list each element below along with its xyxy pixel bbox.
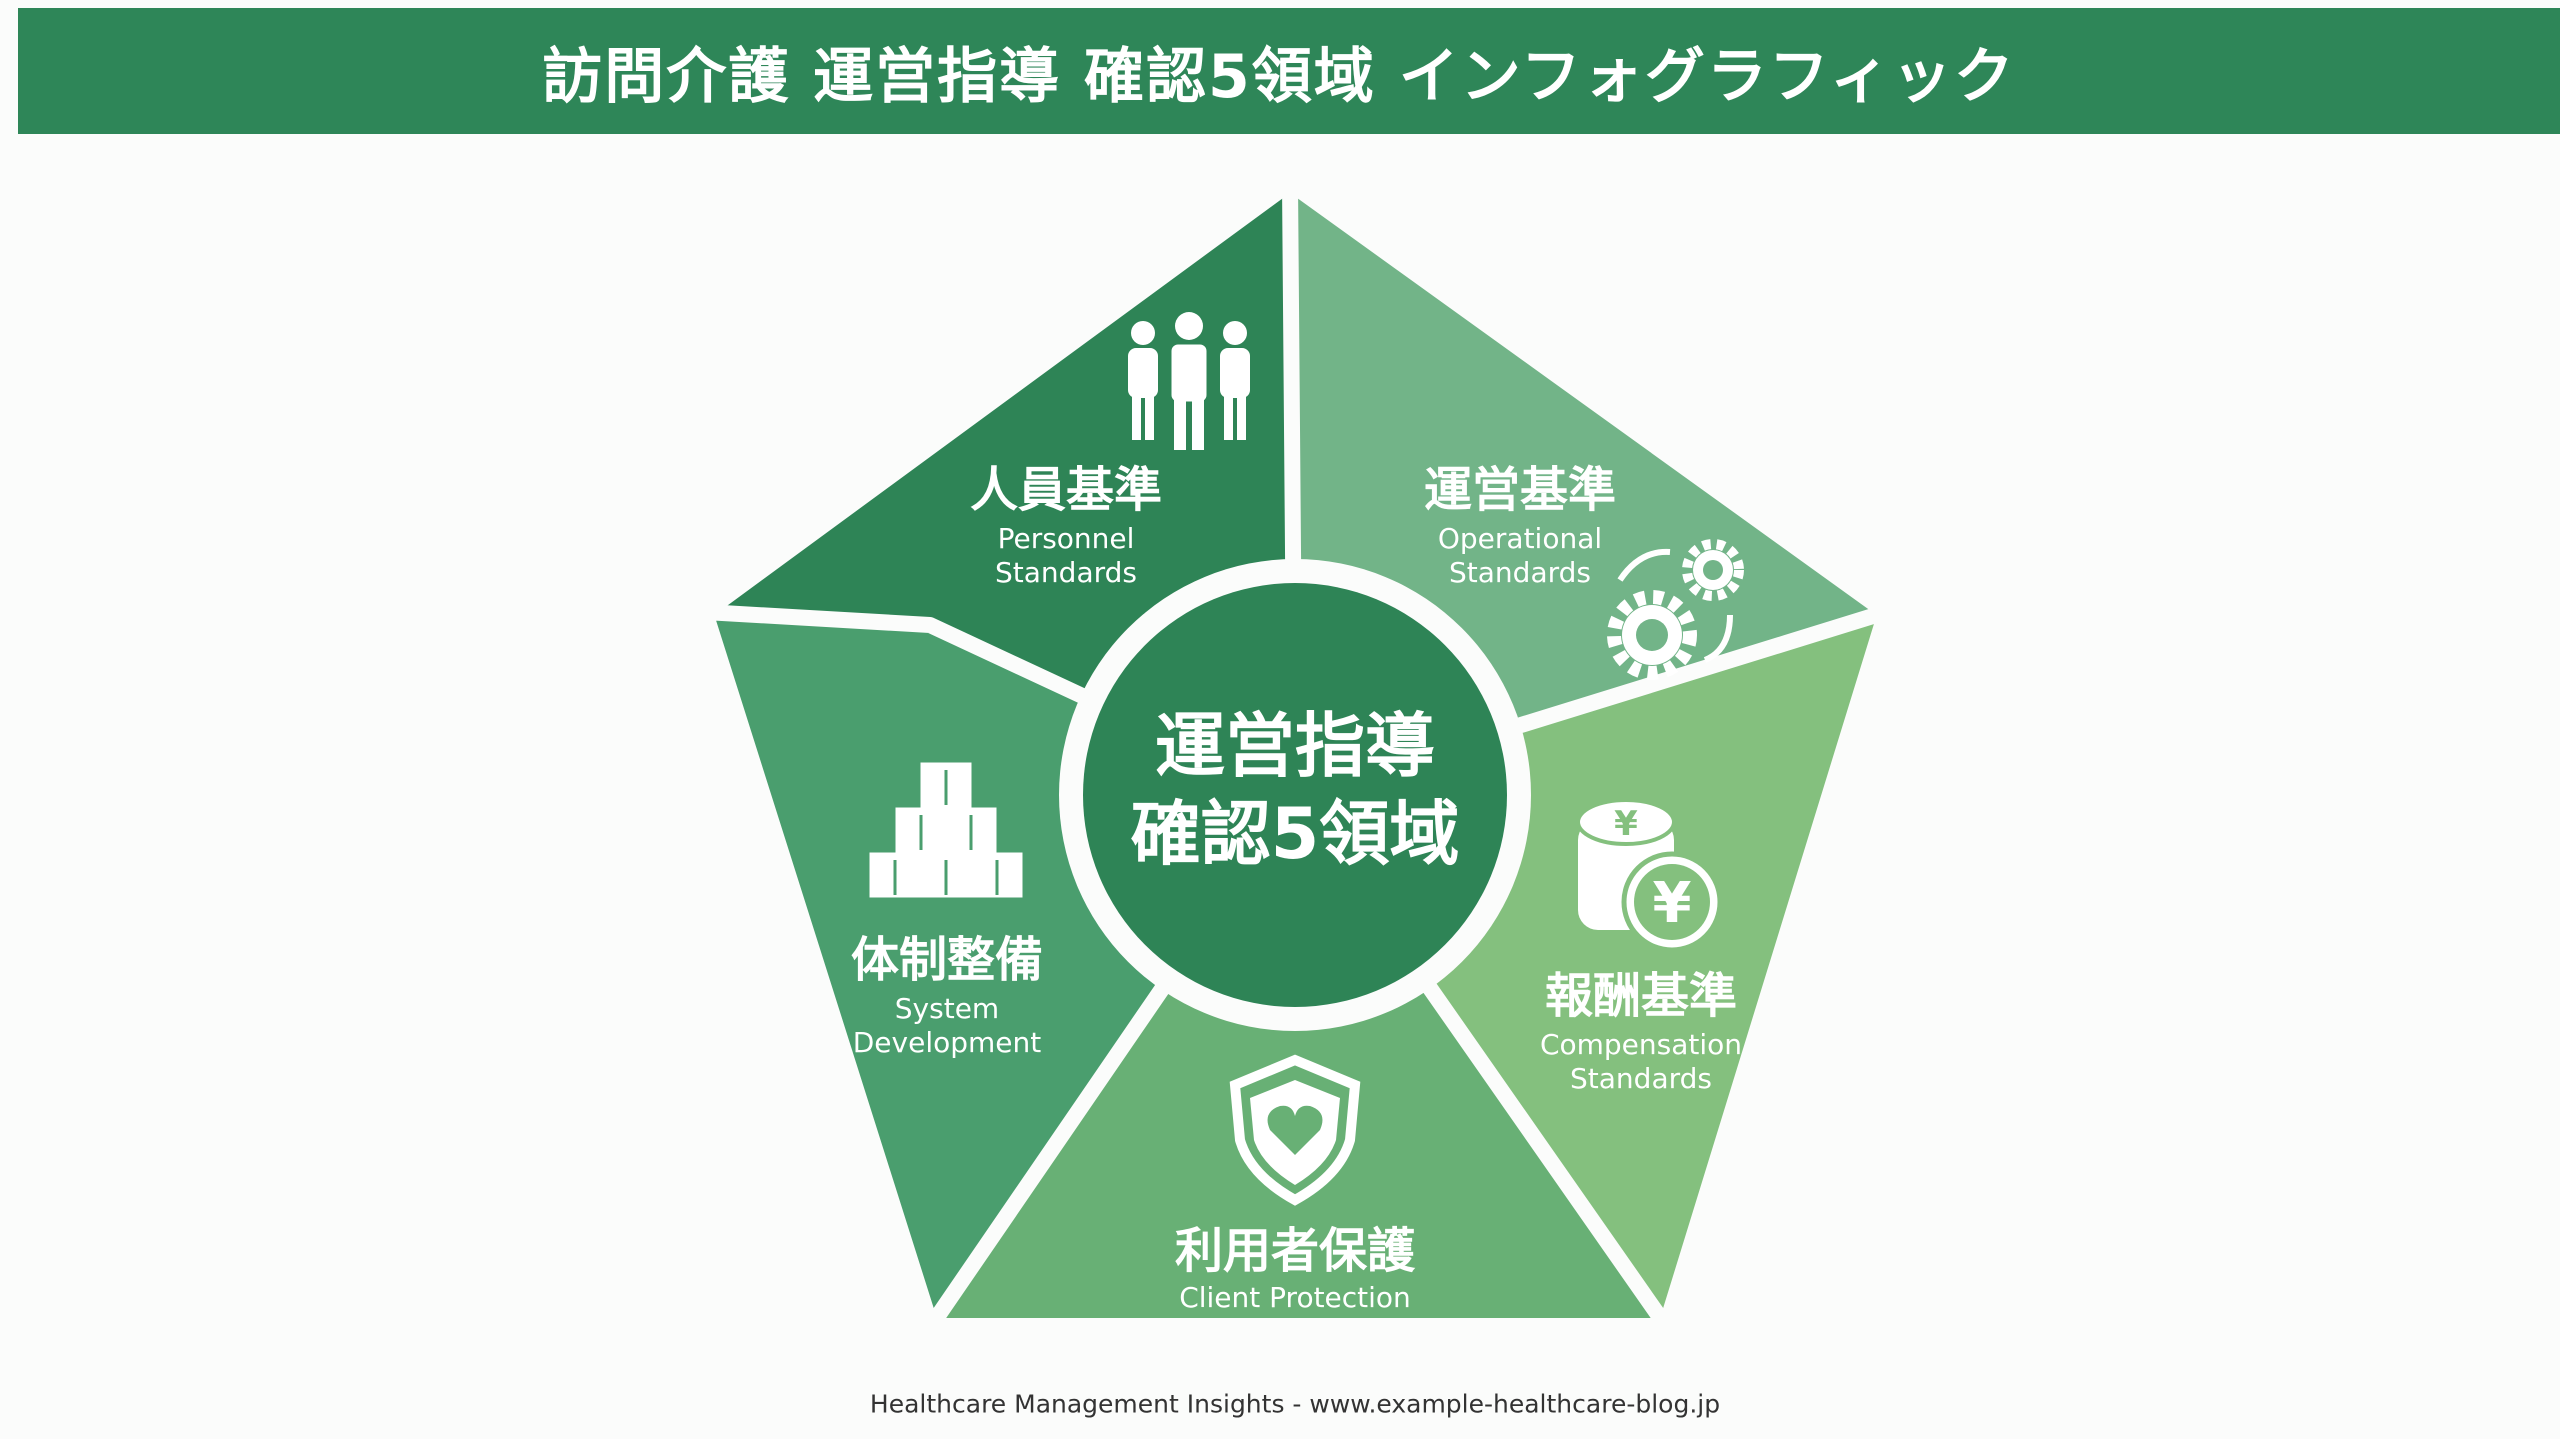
svg-text:¥: ¥ bbox=[1614, 804, 1638, 844]
subtitle-line: Standards bbox=[1449, 556, 1591, 589]
segment-title-client-protection: 利用者保護 bbox=[1174, 1223, 1416, 1279]
segment-title-compensation: 報酬基準 bbox=[1544, 968, 1738, 1024]
segment-title-system-development: 体制整備 bbox=[850, 932, 1044, 988]
subtitle-line: Compensation bbox=[1539, 1028, 1743, 1061]
gears-icon bbox=[1607, 539, 1744, 680]
subtitle-line: Standards bbox=[1570, 1062, 1712, 1095]
subtitle-line: Standards bbox=[995, 556, 1137, 589]
segment-title-personnel: 人員基準 bbox=[969, 462, 1163, 518]
center-label: 運営指導確認5領域 bbox=[1131, 702, 1460, 878]
shield-heart-icon bbox=[1229, 1054, 1361, 1206]
title-banner: 訪問介護 運営指導 確認5領域 インフォグラフィック bbox=[18, 8, 2560, 134]
center-line-2: 確認5領域 bbox=[1130, 793, 1460, 875]
segment-subtitle-client-protection: Client Protection bbox=[1179, 1281, 1411, 1314]
subtitle-line: Development bbox=[852, 1026, 1042, 1059]
svg-text:¥: ¥ bbox=[1653, 871, 1692, 936]
subtitle-line: Operational bbox=[1437, 522, 1603, 555]
cubes-icon bbox=[869, 762, 1023, 898]
segment-title-operational: 運営基準 bbox=[1423, 462, 1617, 518]
people-icon bbox=[1128, 312, 1250, 450]
center-circle bbox=[1083, 583, 1507, 1007]
subtitle-line: Personnel bbox=[997, 522, 1135, 555]
center-line-1: 運営指導 bbox=[1155, 705, 1435, 787]
yen-coins-icon: ¥ ¥ bbox=[1576, 798, 1723, 953]
page-title: 訪問介護 運営指導 確認5領域 インフォグラフィック bbox=[542, 41, 2016, 112]
footer-credit: Healthcare Management Insights - www.exa… bbox=[869, 1389, 1721, 1419]
subtitle-line: System bbox=[894, 992, 1000, 1025]
